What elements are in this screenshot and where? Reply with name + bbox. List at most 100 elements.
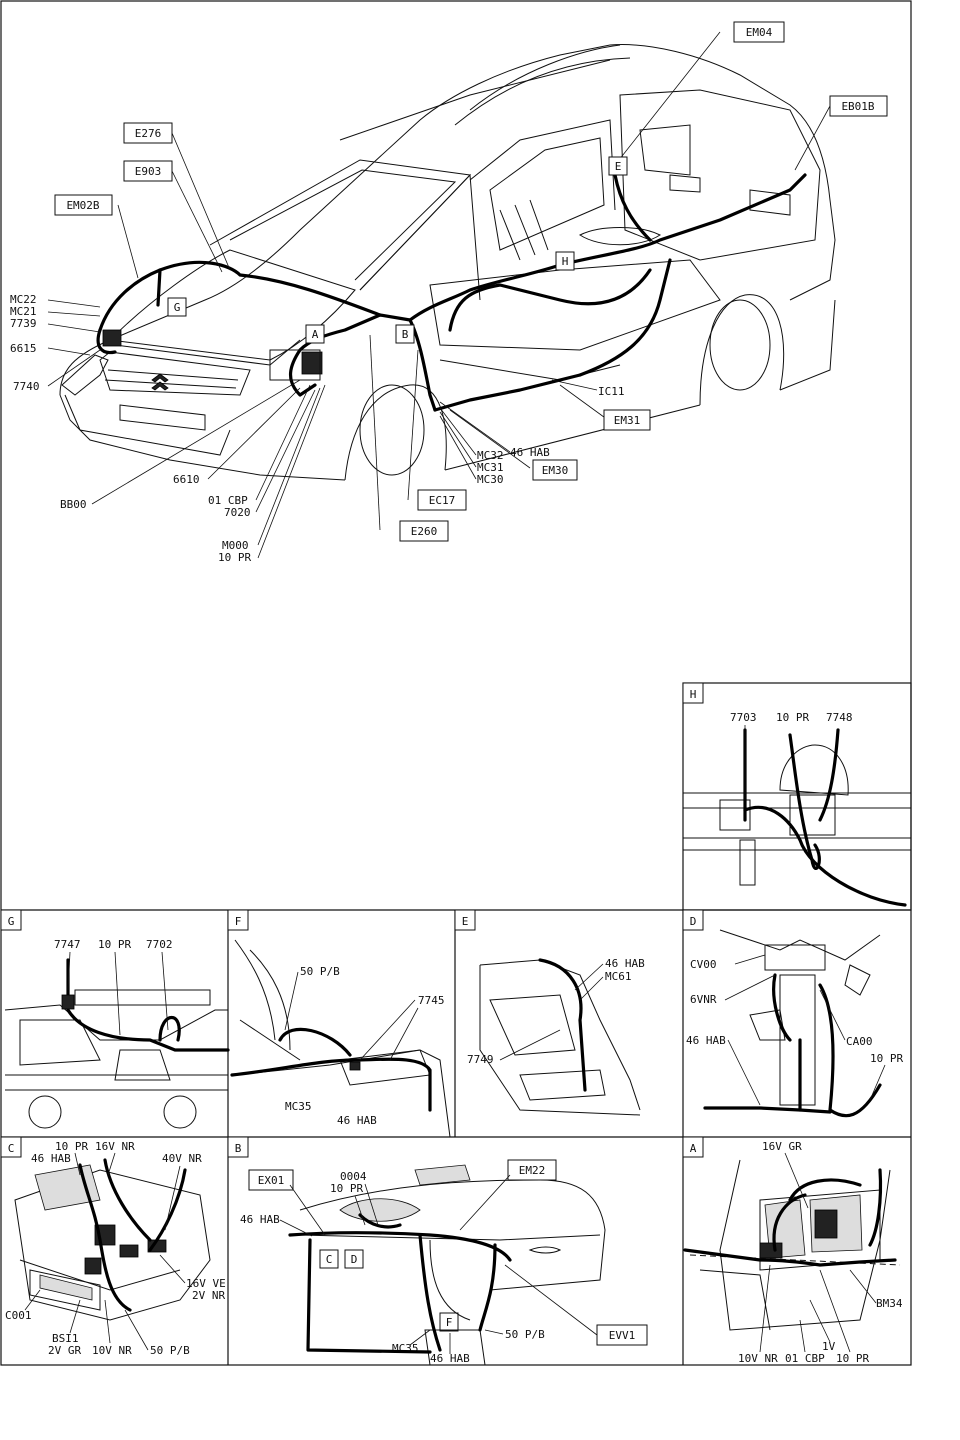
- callout-label: EX01: [258, 1174, 285, 1187]
- label-10v-nr: 10V NR: [738, 1352, 778, 1365]
- callout-label: EM02B: [66, 199, 99, 212]
- callout-label: E903: [135, 165, 162, 178]
- callout-label: G: [174, 301, 181, 314]
- callout-label: E260: [411, 525, 438, 538]
- label-50-pb: 50 P/B: [300, 965, 340, 978]
- label-16v-ve: 16V VE: [186, 1277, 226, 1290]
- label-10-pr: 10 PR: [836, 1352, 869, 1365]
- label-bsi1: BSI1: [52, 1332, 79, 1345]
- harness-main: [96, 173, 807, 412]
- fusebox-main: [269, 349, 321, 381]
- label-2v-gr: 2V GR: [48, 1344, 81, 1357]
- label-46-hab-bottom: 46 HAB: [430, 1352, 470, 1365]
- label-1v: 1V: [822, 1340, 836, 1353]
- callout-e260: E260: [399, 520, 449, 542]
- callout-label: C: [326, 1253, 333, 1266]
- label-7740: 7740: [13, 380, 40, 393]
- label-0004: 0004: [340, 1170, 367, 1183]
- label-50-pb: 50 P/B: [150, 1344, 190, 1357]
- label-40v-nr: 40V NR: [162, 1152, 202, 1165]
- callout-label: H: [562, 255, 569, 268]
- panel-h: H 7703 10 PR 7748: [682, 682, 911, 907]
- label-bm34: BM34: [876, 1297, 903, 1310]
- panel-b-letter: B: [235, 1142, 242, 1155]
- label-2v-nr: 2V NR: [192, 1289, 225, 1302]
- label-mc31: MC31: [477, 461, 504, 474]
- label-mc32: MC32: [477, 449, 504, 462]
- label-mc61: MC61: [605, 970, 632, 983]
- callout-label: IC11: [598, 385, 625, 398]
- label-10-pr: 10 PR: [218, 551, 251, 564]
- callout-em02b: EM02B: [54, 194, 113, 216]
- label-7739: 7739: [10, 317, 37, 330]
- callout-label: EVV1: [609, 1329, 636, 1342]
- connector-7739: [102, 329, 122, 347]
- label-7748: 7748: [826, 711, 853, 724]
- callout-e276: E276: [123, 122, 173, 144]
- marker-c: C: [319, 1249, 339, 1269]
- callout-label: D: [351, 1253, 358, 1266]
- callout-label: EM22: [519, 1164, 546, 1177]
- label-6610: 6610: [173, 473, 200, 486]
- label-10-pr: 10 PR: [330, 1182, 363, 1195]
- callout-label: E276: [135, 127, 162, 140]
- callout-label: A: [312, 328, 319, 341]
- label-6vnr: 6VNR: [690, 993, 717, 1006]
- label-bb00: BB00: [60, 498, 87, 511]
- panel-g-letter: G: [8, 915, 15, 928]
- label-7745: 7745: [418, 994, 445, 1007]
- callout-label: EB01B: [841, 100, 874, 113]
- panel-d-letter: D: [690, 915, 697, 928]
- callout-em04: EM04: [733, 21, 785, 43]
- label-ca00: CA00: [846, 1035, 873, 1048]
- label-10-pr: 10 PR: [55, 1140, 88, 1153]
- label-mc30: MC30: [477, 473, 504, 486]
- label-46-hab: 46 HAB: [337, 1114, 377, 1127]
- callout-label: EM04: [746, 26, 773, 39]
- label-m000: M000: [222, 539, 249, 552]
- label-7749: 7749: [467, 1053, 494, 1066]
- zone-marker-g: G: [167, 297, 187, 317]
- panel-c: C 10 PR 16V NR 46 HAB 40V NR C001 16V VE…: [0, 1136, 226, 1357]
- label-46-hab: 46 HAB: [31, 1152, 71, 1165]
- panel-e-letter: E: [462, 915, 469, 928]
- panel-a-letter: A: [690, 1142, 697, 1155]
- callout-em30: EM30: [532, 459, 578, 481]
- panel-b: B EX01 EM22 EVV1 C D F 0004 10 PR 46 HAB…: [227, 1136, 648, 1366]
- zone-marker-a: A: [305, 324, 325, 344]
- callout-label: EM30: [542, 464, 569, 477]
- callout-e903: E903: [123, 160, 173, 182]
- label-7702: 7702: [146, 938, 173, 951]
- connector-A: [301, 351, 323, 375]
- callout-evv1: EVV1: [596, 1324, 648, 1346]
- panel-f: F 50 P/B 7745 MC35 46 HAB: [227, 909, 451, 1138]
- label-10-pr: 10 PR: [776, 711, 809, 724]
- callout-label: EC17: [429, 494, 456, 507]
- label-50-pb: 50 P/B: [505, 1328, 545, 1341]
- callout-eb01b: EB01B: [829, 95, 888, 117]
- label-10-pr: 10 PR: [870, 1052, 903, 1065]
- callout-em31: EM31: [603, 409, 651, 431]
- label-mc22: MC22: [10, 293, 37, 306]
- callout-ec17: EC17: [417, 489, 467, 511]
- marker-d: D: [344, 1249, 364, 1269]
- label-46-hab-left: 46 HAB: [240, 1213, 280, 1226]
- label-46-hab: 46 HAB: [686, 1034, 726, 1047]
- panel-d: D CV00 6VNR CA00 46 HAB 10 PR: [682, 909, 903, 1118]
- label-46-hab: 46 HAB: [605, 957, 645, 970]
- panel-h-letter: H: [690, 688, 697, 701]
- label-01-cbp: 01 CBP: [208, 494, 248, 507]
- zone-marker-b: B: [395, 324, 415, 344]
- label-16v-nr: 16V NR: [95, 1140, 135, 1153]
- car-body-outline: [59, 44, 836, 481]
- zone-marker-h: H: [555, 251, 575, 271]
- label-mc35: MC35: [285, 1100, 312, 1113]
- callout-em22: EM22: [507, 1159, 557, 1181]
- marker-f: F: [439, 1312, 459, 1332]
- panel-c-letter: C: [8, 1142, 15, 1155]
- label-c001: C001: [5, 1309, 32, 1322]
- callout-label: B: [402, 328, 409, 341]
- label-cv00: CV00: [690, 958, 717, 971]
- callout-label: F: [446, 1316, 453, 1329]
